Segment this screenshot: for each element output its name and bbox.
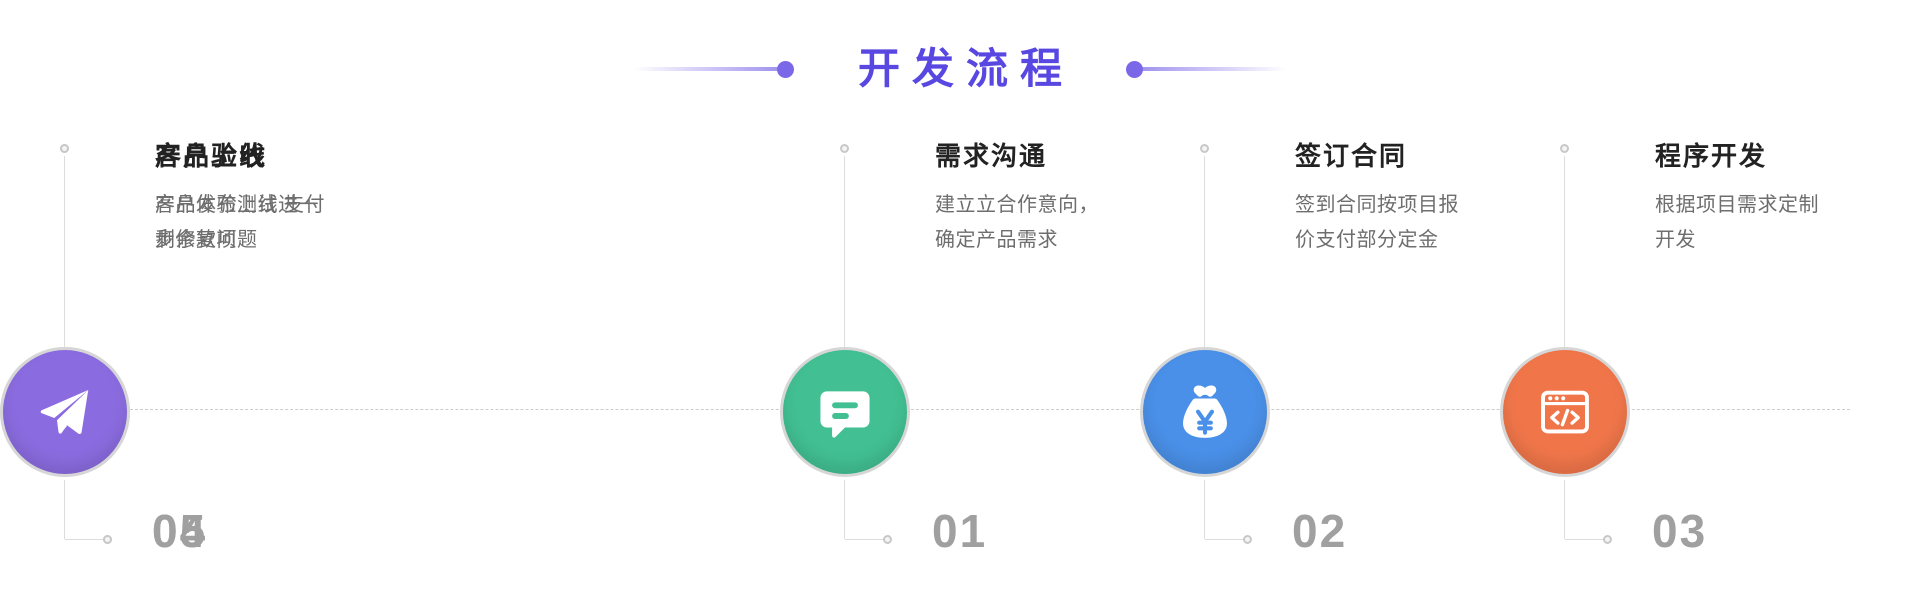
timeline-vertical-line [1564, 480, 1565, 539]
step-description: 产品发布上线 支付剩余款项 [155, 193, 326, 251]
step-text-block: 需求沟通 建立立合作意向，确定产品需求 [935, 141, 1111, 258]
process-step: 程序开发 根据项目需求定制开发 03 [1500, 141, 1840, 592]
timeline-node-dot [840, 144, 849, 153]
step-icon-circle [1140, 347, 1270, 477]
title-decor-dot-left [776, 60, 794, 78]
elbow-connector-line [1205, 539, 1243, 540]
money-bag-icon [1183, 385, 1227, 438]
timeline-vertical-line [844, 156, 845, 348]
process-step: 需求沟通 建立立合作意向，确定产品需求 01 [780, 141, 1120, 592]
step-text-block: 程序开发 根据项目需求定制开发 [1655, 141, 1831, 258]
step-title: 程序开发 [1655, 141, 1768, 171]
elbow-connector-line [845, 539, 883, 540]
timeline-node-dot [1200, 144, 1209, 153]
step-description: 根据项目需求定制开发 [1655, 193, 1819, 251]
timeline-node-dot [60, 144, 69, 153]
timeline-vertical-line [1564, 156, 1565, 348]
step-title: 签订合同 [1295, 141, 1408, 171]
timeline-dashed-line [125, 409, 1850, 410]
elbow-end-dot [883, 535, 892, 544]
step-number: 04 [152, 505, 208, 557]
step-description: 签到合同按项目报价支付部分定金 [1295, 193, 1459, 251]
step-text-block: 签订合同 签到合同按项目报价支付部分定金 [1295, 141, 1471, 258]
timeline-vertical-line [844, 480, 845, 539]
step-description: 客户体验测试进一步修复问题 [155, 193, 319, 251]
step-text-block: 客户验收 客户体验测试进一步修复问题 [155, 141, 331, 258]
step-number: 01 [932, 505, 988, 557]
step-number: 02 [1292, 505, 1348, 557]
timeline-vertical-line [64, 480, 65, 539]
step-icon-circle [1500, 347, 1630, 477]
page-header: 开发流程 [0, 45, 1920, 92]
chat-icon [820, 391, 870, 438]
step-icon-circle [780, 347, 910, 477]
paper-plane-icon [40, 390, 89, 435]
elbow-connector-line [1565, 539, 1603, 540]
code-window-icon [1541, 390, 1589, 434]
title-decor-line-right [1139, 67, 1287, 72]
elbow-end-dot [1603, 535, 1612, 544]
step-number: 05 [152, 505, 208, 557]
timeline-vertical-line [1204, 480, 1205, 539]
process-step: 产品上线 产品发布上线 支付剩余款项 05 [0, 141, 340, 592]
timeline-node-dot [1560, 144, 1569, 153]
step-number: 03 [1652, 505, 1708, 557]
process-step: 签订合同 签到合同按项目报价支付部分定金 02 [1140, 141, 1480, 592]
step-title: 产品上线 [155, 141, 268, 171]
timeline-vertical-line [1204, 156, 1205, 348]
timeline-vertical-line [64, 156, 65, 348]
page-title: 开发流程 [857, 45, 1074, 92]
elbow-end-dot [103, 535, 112, 544]
step-title: 客户验收 [155, 141, 268, 171]
step-title: 需求沟通 [935, 141, 1048, 171]
elbow-connector-line [65, 539, 103, 540]
elbow-end-dot [1243, 535, 1252, 544]
step-icon-circle [0, 347, 130, 477]
step-description: 建立立合作意向，确定产品需求 [935, 193, 1099, 251]
title-decor-line-left [632, 67, 781, 72]
step-text-block: 产品上线 产品发布上线 支付剩余款项 [155, 141, 331, 258]
title-decor-dot-right [1126, 60, 1143, 78]
